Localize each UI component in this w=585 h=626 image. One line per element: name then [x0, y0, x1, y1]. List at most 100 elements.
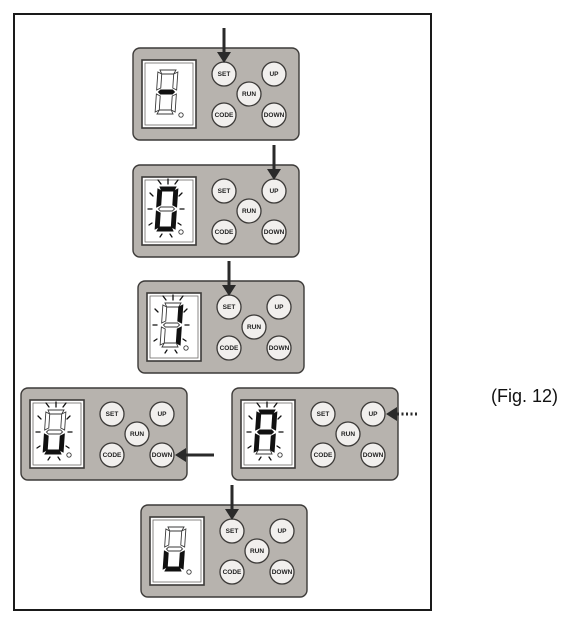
- down-button[interactable]: DOWN: [261, 219, 287, 245]
- segment-f: [255, 411, 262, 431]
- blink-ray: [177, 222, 182, 226]
- segment-b: [271, 411, 278, 431]
- code-button[interactable]: CODE: [99, 442, 125, 468]
- set-button[interactable]: SET: [99, 401, 125, 427]
- controller-panel-4: SET UP RUN CODE DOWN: [20, 387, 188, 481]
- down-button-label: DOWN: [152, 452, 173, 459]
- up-button[interactable]: UP: [261, 61, 287, 87]
- controller-panel-5: SET UP RUN CODE DOWN: [231, 387, 399, 481]
- segment-f: [44, 411, 51, 431]
- blink-ray: [247, 445, 252, 449]
- segment-g: [157, 206, 176, 212]
- segment-a: [167, 526, 185, 532]
- set-button[interactable]: SET: [211, 178, 237, 204]
- press-arrow: [222, 261, 236, 296]
- code-button[interactable]: CODE: [211, 219, 237, 245]
- segment-b: [180, 528, 187, 548]
- segment-e: [154, 210, 161, 230]
- code-button-label: CODE: [220, 345, 239, 352]
- code-button-label: CODE: [215, 112, 234, 119]
- blink-ray: [157, 179, 162, 185]
- up-button[interactable]: UP: [360, 401, 386, 427]
- run-button[interactable]: RUN: [241, 314, 267, 340]
- segment-d: [44, 449, 62, 455]
- blink-ray: [179, 295, 184, 301]
- seven-segment-digit: [162, 526, 192, 575]
- up-button-label: UP: [274, 304, 284, 311]
- segment-e: [159, 326, 166, 346]
- blink-ray: [169, 233, 173, 238]
- decimal-point: [277, 452, 283, 458]
- set-button-label: SET: [226, 528, 239, 535]
- blink-ray: [154, 308, 159, 313]
- press-arrow: [267, 145, 281, 180]
- down-button[interactable]: DOWN: [261, 102, 287, 128]
- decimal-point: [178, 112, 184, 118]
- down-button[interactable]: DOWN: [149, 442, 175, 468]
- decimal-point: [186, 569, 192, 575]
- set-button-label: SET: [218, 188, 231, 195]
- up-button[interactable]: UP: [266, 294, 292, 320]
- run-button-label: RUN: [341, 431, 355, 438]
- code-button-label: CODE: [314, 452, 333, 459]
- down-button[interactable]: DOWN: [269, 559, 295, 585]
- set-button-label: SET: [223, 304, 236, 311]
- controller-panel-3: SET UP RUN CODE DOWN: [137, 280, 305, 374]
- set-button[interactable]: SET: [219, 518, 245, 544]
- up-button[interactable]: UP: [149, 401, 175, 427]
- segment-b: [60, 411, 67, 431]
- set-button[interactable]: SET: [211, 61, 237, 87]
- segment-c: [170, 93, 177, 113]
- blink-ray: [47, 456, 51, 461]
- segment-f: [161, 304, 168, 324]
- decimal-point: [178, 229, 184, 235]
- blink-ray: [256, 402, 261, 408]
- segment-a: [159, 69, 177, 75]
- code-button-label: CODE: [103, 452, 122, 459]
- segment-a: [164, 302, 182, 308]
- code-button[interactable]: CODE: [219, 559, 245, 585]
- set-button-label: SET: [218, 71, 231, 78]
- press-arrow: [217, 28, 231, 63]
- run-button[interactable]: RUN: [335, 421, 361, 447]
- code-button[interactable]: CODE: [310, 442, 336, 468]
- press-arrow: [175, 448, 214, 462]
- segment-e: [42, 433, 49, 453]
- segment-b: [172, 188, 179, 208]
- run-button[interactable]: RUN: [124, 421, 150, 447]
- run-button-label: RUN: [130, 431, 144, 438]
- segment-a: [47, 409, 65, 415]
- decimal-point: [66, 452, 72, 458]
- blink-ray: [57, 456, 61, 461]
- set-button[interactable]: SET: [310, 401, 336, 427]
- down-button-label: DOWN: [363, 452, 384, 459]
- down-button[interactable]: DOWN: [360, 442, 386, 468]
- blink-ray: [36, 445, 41, 449]
- segment-a: [159, 186, 177, 192]
- seven-segment-digit: [154, 69, 184, 118]
- down-button[interactable]: DOWN: [266, 335, 292, 361]
- blink-ray: [276, 445, 281, 449]
- set-button-label: SET: [106, 411, 119, 418]
- blink-ray: [183, 308, 188, 313]
- controller-panel-1: SET UP RUN CODE DOWN: [132, 47, 300, 141]
- code-button[interactable]: CODE: [211, 102, 237, 128]
- up-button[interactable]: UP: [261, 178, 287, 204]
- run-button[interactable]: RUN: [236, 198, 262, 224]
- run-button-label: RUN: [242, 91, 256, 98]
- segment-g: [157, 89, 176, 95]
- up-button[interactable]: UP: [269, 518, 295, 544]
- segment-c: [178, 550, 185, 570]
- code-button[interactable]: CODE: [216, 335, 242, 361]
- run-button-label: RUN: [247, 324, 261, 331]
- segment-d: [164, 566, 182, 572]
- run-button[interactable]: RUN: [244, 538, 270, 564]
- set-button[interactable]: SET: [216, 294, 242, 320]
- press-arrow: [225, 485, 239, 520]
- run-button[interactable]: RUN: [236, 81, 262, 107]
- blink-ray: [148, 222, 153, 226]
- segment-c: [269, 433, 276, 453]
